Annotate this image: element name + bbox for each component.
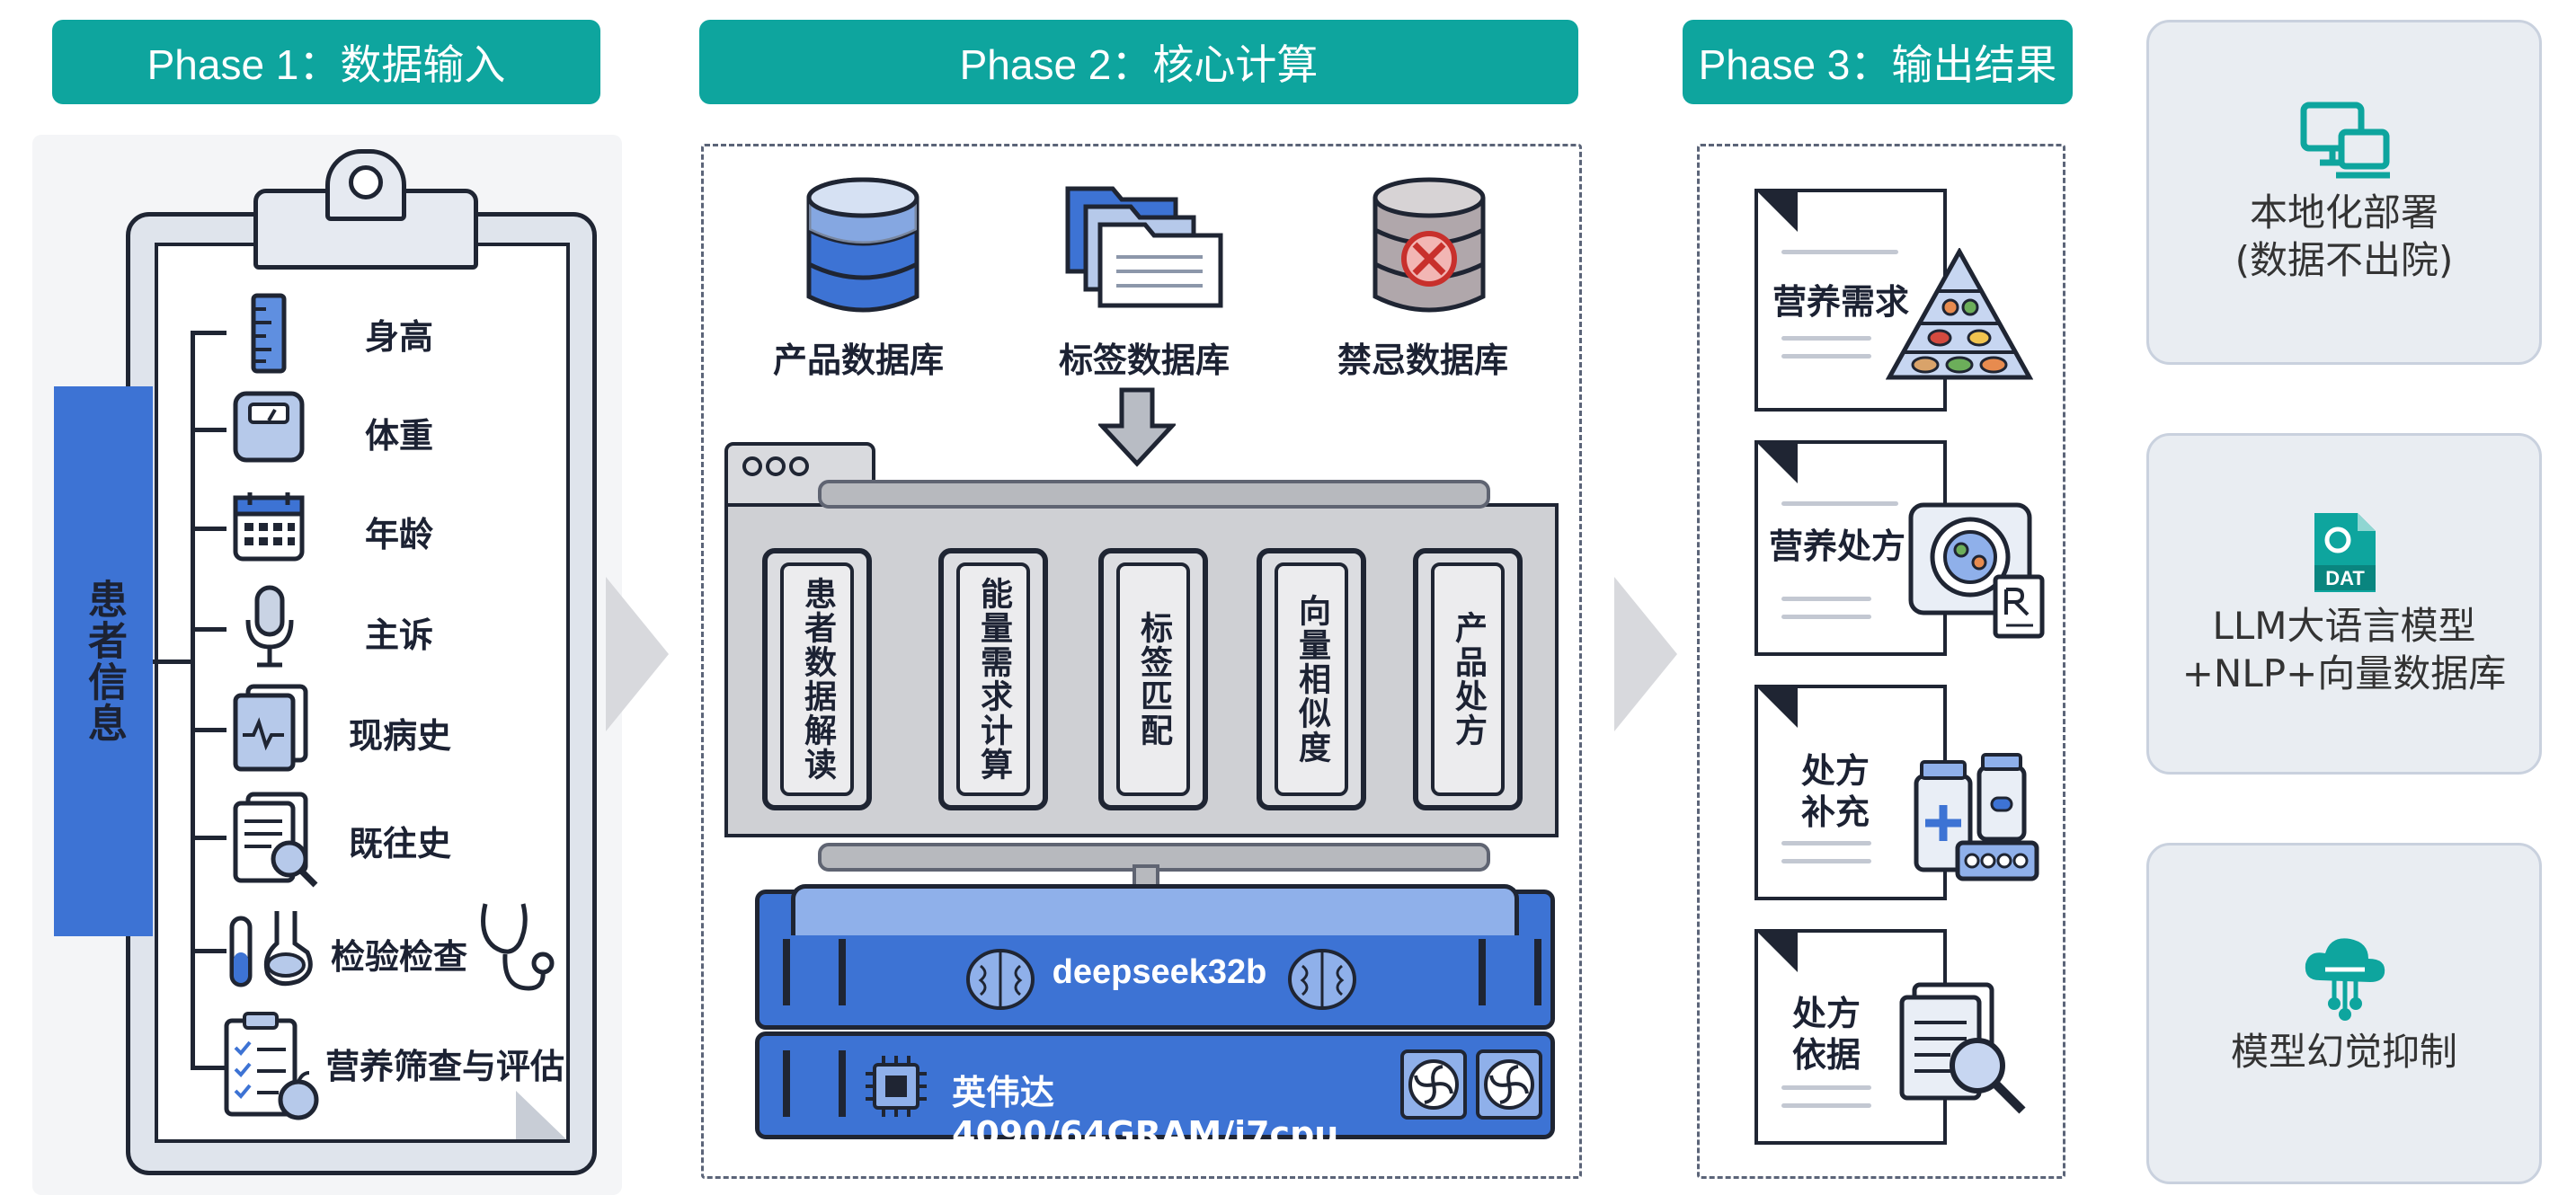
patient-item-age: 年龄 xyxy=(365,515,434,554)
fan-icon xyxy=(1400,1049,1467,1120)
module-patient-data: 患者数据解读 xyxy=(762,548,872,810)
model-server-top xyxy=(791,884,1519,935)
module-energy-calc: 能量需求计算 xyxy=(938,548,1048,810)
lab-tube-icon xyxy=(229,911,313,987)
brain-icon xyxy=(1288,949,1356,1010)
patient-item-present-illness: 现病史 xyxy=(349,716,452,756)
module-tag-matching: 标签匹配 xyxy=(1098,548,1208,810)
medical-record-icon xyxy=(233,684,308,772)
flow-arrow-2 xyxy=(1614,577,1677,731)
output-nutrition-need: 营养需求 xyxy=(1772,282,1910,322)
feature-card-llm: DAT LLM大语言模型 +NLP+向量数据库 xyxy=(2146,433,2542,775)
down-arrow-icon xyxy=(1098,387,1176,467)
tag-database-icon xyxy=(1065,186,1223,308)
phase3-header: Phase 3：输出结果 xyxy=(1683,20,2073,104)
patient-item-nutrition-screening: 营养筛查与评估 xyxy=(325,1047,565,1086)
output-basis: 处方 依据 xyxy=(1792,994,1861,1075)
tree-branch xyxy=(191,428,227,432)
product-database-label: 产品数据库 xyxy=(773,341,945,380)
ruler-icon xyxy=(251,293,287,374)
tree-root xyxy=(153,660,192,664)
feature-hallucination-text: 模型幻觉抑制 xyxy=(2230,1030,2457,1074)
computer-devices-icon xyxy=(2300,102,2390,179)
module-product-rx: 产品处方 xyxy=(1413,548,1523,810)
document-search-icon xyxy=(1899,982,2026,1114)
feature-llm-text: LLM大语言模型 +NLP+向量数据库 xyxy=(2181,604,2507,695)
phase2-container xyxy=(701,144,1582,1179)
tree-branch xyxy=(191,527,227,531)
patient-item-past-history: 既往史 xyxy=(349,824,452,863)
forbidden-database-icon xyxy=(1372,177,1486,313)
patient-item-lab-tests: 检验检查 xyxy=(331,937,468,977)
feature-card-hallucination: 模型幻觉抑制 xyxy=(2146,843,2542,1184)
phase1-header: Phase 1：数据输入 xyxy=(52,20,600,104)
feature-card-local-deploy: 本地化部署 (数据不出院) xyxy=(2146,20,2542,365)
tree-branch xyxy=(191,627,227,632)
patient-item-height: 身高 xyxy=(365,317,434,357)
tree-branch xyxy=(191,331,227,335)
dat-label: DAT xyxy=(2325,567,2365,589)
tag-database-label: 标签数据库 xyxy=(1059,341,1230,380)
history-search-icon xyxy=(233,792,318,888)
pipe-top xyxy=(818,480,1490,509)
server-vent-left xyxy=(783,1050,846,1117)
paper-fold xyxy=(516,1091,566,1139)
feature-local-deploy-text: 本地化部署 (数据不出院) xyxy=(2234,190,2454,282)
output-supplement: 处方 补充 xyxy=(1801,751,1870,832)
hardware-spec: 英伟达4090/64GRAM/i7cpu xyxy=(952,1073,1339,1154)
nutrition-checklist-icon xyxy=(224,1012,319,1120)
patient-item-complaint: 主诉 xyxy=(365,615,434,655)
server-vent-right xyxy=(1479,939,1541,1005)
window-dot xyxy=(742,456,762,476)
patient-info-tab: 患者信息 xyxy=(54,386,153,936)
patient-info-tab-label: 患者信息 xyxy=(81,579,127,744)
phase2-header: Phase 2：核心计算 xyxy=(699,20,1578,104)
clipboard-paper xyxy=(155,243,570,1143)
product-database-icon xyxy=(806,177,919,313)
medicine-bottles-icon xyxy=(1914,753,2039,881)
tree-branch xyxy=(191,836,227,840)
output-nutrition-rx: 营养处方 xyxy=(1769,527,1906,566)
window-dot xyxy=(789,456,809,476)
data-file-icon: DAT xyxy=(2314,513,2376,592)
tree-branch xyxy=(191,1066,227,1070)
phase3-container xyxy=(1697,144,2065,1179)
fan-icon xyxy=(1476,1049,1542,1120)
scale-icon xyxy=(233,391,305,463)
microphone-icon xyxy=(245,585,294,668)
food-pyramid-icon xyxy=(1886,248,2033,380)
server-vent-left xyxy=(783,939,846,1005)
module-vector-similarity: 向量相似度 xyxy=(1257,548,1366,810)
patient-item-weight: 体重 xyxy=(365,416,434,456)
cpu-chip-icon xyxy=(866,1056,927,1117)
model-name: deepseek32b xyxy=(1052,953,1267,991)
clipboard-clip-hole xyxy=(349,165,383,199)
flow-arrow-1 xyxy=(606,577,669,731)
calendar-icon xyxy=(233,492,305,562)
window-dot xyxy=(766,456,786,476)
cloud-network-icon xyxy=(2305,938,2385,1021)
tree-branch xyxy=(191,728,227,732)
tree-trunk xyxy=(191,331,195,1067)
forbidden-database-label: 禁忌数据库 xyxy=(1337,341,1509,380)
tree-branch xyxy=(191,949,227,953)
meal-prescription-icon xyxy=(1908,502,2045,639)
stethoscope-icon xyxy=(481,903,555,991)
brain-icon xyxy=(966,949,1035,1010)
hardware-server: 英伟达4090/64GRAM/i7cpu xyxy=(755,1031,1555,1154)
